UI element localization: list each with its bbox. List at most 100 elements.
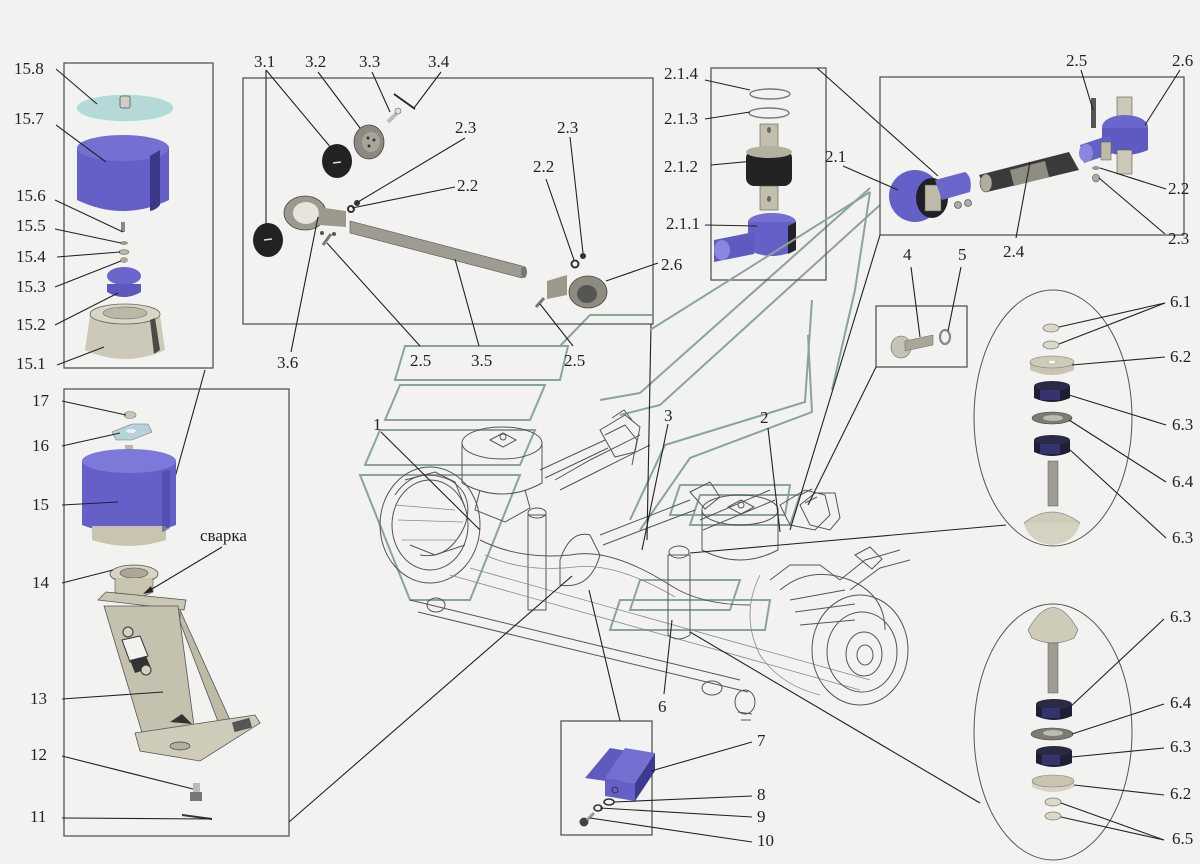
part-6-5-nuts	[1044, 797, 1062, 821]
label-6-3-a: 6.3	[1170, 607, 1191, 626]
part-16-plate	[111, 423, 153, 441]
part-6-4-washer	[1031, 411, 1073, 425]
part-3-5-tube	[349, 220, 527, 279]
part-6-3-bushing-lower	[1034, 435, 1070, 456]
leader-bolt-to-axle	[807, 366, 877, 506]
part-6-2-cup	[1031, 774, 1075, 792]
part-2-5-bolt	[1091, 98, 1096, 128]
label-6-4: 6.4	[1172, 472, 1194, 491]
part-2-3-nut	[1092, 173, 1100, 183]
panel-frame	[973, 603, 1133, 861]
label-17: 17	[32, 391, 50, 410]
part-13-bracket	[97, 591, 261, 762]
panel-air-spring-bracket: сварка 17 16 15 14 13 12 11	[30, 388, 290, 837]
label-2-4: 2.4	[1003, 242, 1025, 261]
label-8: 8	[757, 785, 766, 804]
part-6-3-bushing-a	[1036, 699, 1072, 720]
part-2-1-3-ring	[748, 107, 790, 119]
label-16: 16	[32, 436, 49, 455]
part-2-1-4-circlip	[749, 88, 791, 100]
label-6-3-upper: 6.3	[1172, 415, 1193, 434]
panel-bolt-washer: 4 5	[875, 245, 968, 368]
part-15-6-bolt	[121, 222, 125, 232]
label-10: 10	[757, 831, 774, 850]
part-2-2-washer-left	[347, 205, 355, 213]
panel-shock-bottom-mount: 6.3 6.4 6.3 6.2 6.5	[973, 603, 1193, 861]
label-2-3: 2.3	[1168, 229, 1189, 248]
label-15-1: 15.1	[16, 354, 46, 373]
label-7: 7	[757, 731, 766, 750]
leader-joint-to-rod2	[816, 67, 939, 177]
label-15-2: 15.2	[16, 315, 46, 334]
label-2-5-left: 2.5	[410, 351, 431, 370]
part-11-washer	[181, 814, 213, 820]
labels-rod-2: 2.5 2.6 2.1 2.2 2.3 2.4	[825, 51, 1193, 261]
label-2-1-3: 2.1.3	[664, 109, 698, 128]
label-2-5: 2.5	[1066, 51, 1087, 70]
label-9: 9	[757, 807, 766, 826]
panel-joint-2-1: 2.1.4 2.1.3 2.1.2 2.1.1	[664, 64, 827, 281]
labels-bracket: 17 16 15 14 13 12 11	[30, 391, 213, 826]
part-15-2-bump-stop	[107, 267, 141, 297]
part-2-3-nut-right	[580, 253, 586, 259]
label-15-3: 15.3	[16, 277, 46, 296]
part-14-cup	[109, 564, 159, 598]
part-2-1-1-housing	[714, 213, 796, 262]
label-6: 6	[658, 697, 667, 716]
label-6-3-lower: 6.3	[1172, 528, 1193, 547]
part-8-washer	[603, 798, 615, 806]
part-6-2-cup	[1029, 355, 1075, 375]
label-3-2: 3.2	[305, 52, 326, 71]
label-15-4: 15.4	[16, 247, 46, 266]
left-wheel-hub	[379, 466, 481, 584]
part-7-bump-stop	[585, 748, 655, 801]
axle-assembly	[358, 187, 911, 721]
label-2-6-rod3: 2.6	[661, 255, 682, 274]
part-2-1-joint-assembly	[889, 170, 972, 222]
labels-bump-stop: 7 8 9 10	[589, 731, 774, 850]
projection-guide	[649, 191, 871, 331]
label-11: 11	[30, 807, 46, 826]
part-2-2-washer	[1092, 166, 1100, 170]
projection-guides	[358, 187, 881, 631]
part-6-1-nuts	[1042, 323, 1060, 350]
label-3-3: 3.3	[359, 52, 380, 71]
labels-bottom-mount: 6.3 6.4 6.3 6.2 6.5	[1060, 607, 1193, 848]
label-2-1-2: 2.1.2	[664, 157, 698, 176]
shock-rod-lower	[1027, 607, 1079, 694]
label-14: 14	[32, 573, 50, 592]
leader-rod3-to-axle	[646, 323, 652, 541]
label-13: 13	[30, 689, 47, 708]
frame-brackets	[604, 424, 841, 531]
label-2-5-right: 2.5	[564, 351, 585, 370]
label-6-2: 6.2	[1170, 347, 1191, 366]
part-15-1-piston	[85, 303, 165, 359]
panel-reaction-rod-3: 3.1 3.2 3.3 3.4 2.3 2.2 2.2 2.3 2.6 3.6 …	[242, 52, 682, 372]
label-6-4: 6.4	[1170, 693, 1192, 712]
part-2-6-housing	[1079, 96, 1148, 175]
part-3-1-bushings	[253, 144, 352, 257]
label-15-6: 15.6	[16, 186, 46, 205]
panel-frame	[710, 67, 827, 281]
part-15-5-washer	[120, 241, 128, 245]
labels-top-mount: 6.1 6.2 6.3 6.4 6.3	[1058, 292, 1194, 547]
projection-guide	[831, 191, 871, 391]
label-15-7: 15.7	[14, 109, 44, 128]
label-6-1: 6.1	[1170, 292, 1191, 311]
part-6-3-bushing-b	[1036, 746, 1072, 767]
panel-bump-stop: 7 8 9 10	[560, 720, 774, 850]
part-15-3-nut	[120, 257, 128, 263]
label-15-5: 15.5	[16, 216, 46, 235]
part-15-4-washer	[118, 249, 130, 255]
label-2: 2	[760, 408, 769, 427]
label-2-1-4: 2.1.4	[664, 64, 699, 83]
part-5-washer	[938, 328, 952, 346]
panel-frame	[242, 77, 654, 325]
leader-bottom-mount-to-shock	[689, 631, 981, 804]
leader-top-mount-to-shock	[689, 524, 1007, 554]
label-2-3-right: 2.3	[557, 118, 578, 137]
leader-15-detail	[171, 369, 206, 489]
panel-frame	[973, 289, 1133, 547]
part-15-7-rubber-bellows	[77, 135, 169, 211]
